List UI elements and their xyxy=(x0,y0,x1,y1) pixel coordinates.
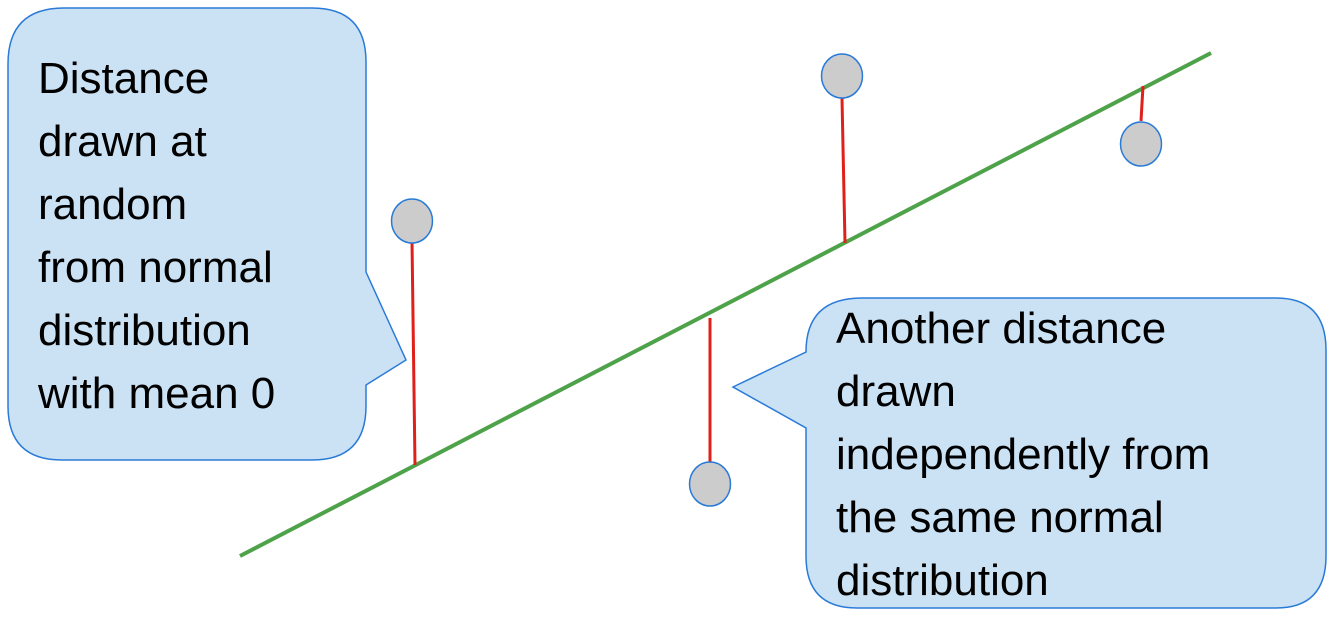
left-callout-text: Distance drawn at random from normal dis… xyxy=(38,47,275,425)
left-callout-line: with mean 0 xyxy=(38,369,276,418)
right-callout-line: Another distance xyxy=(836,304,1167,353)
right-callout-text: Another distance drawn independently fro… xyxy=(836,297,1210,612)
left-callout-line: drawn at xyxy=(38,117,207,166)
left-callout-bubble xyxy=(7,7,407,461)
data-point-4 xyxy=(1119,121,1163,167)
right-callout-bubble xyxy=(731,297,1327,609)
right-callout-line: distribution xyxy=(836,556,1049,605)
right-callout-line: independently from xyxy=(836,430,1211,479)
residual-line-4 xyxy=(1139,85,1145,122)
left-callout-line: from normal xyxy=(38,243,273,292)
left-callout-line: Distance xyxy=(38,54,210,103)
residual-line-3 xyxy=(840,97,847,244)
right-callout-line: the same normal xyxy=(836,493,1164,542)
right-callout-line: drawn xyxy=(836,367,956,416)
regression-line xyxy=(239,51,1212,558)
data-point-2 xyxy=(688,461,732,507)
data-point-3 xyxy=(820,53,864,99)
left-callout-line: distribution xyxy=(38,306,251,355)
data-point-1 xyxy=(390,198,434,244)
residual-line-1 xyxy=(410,240,417,466)
left-callout-line: random xyxy=(38,180,188,229)
